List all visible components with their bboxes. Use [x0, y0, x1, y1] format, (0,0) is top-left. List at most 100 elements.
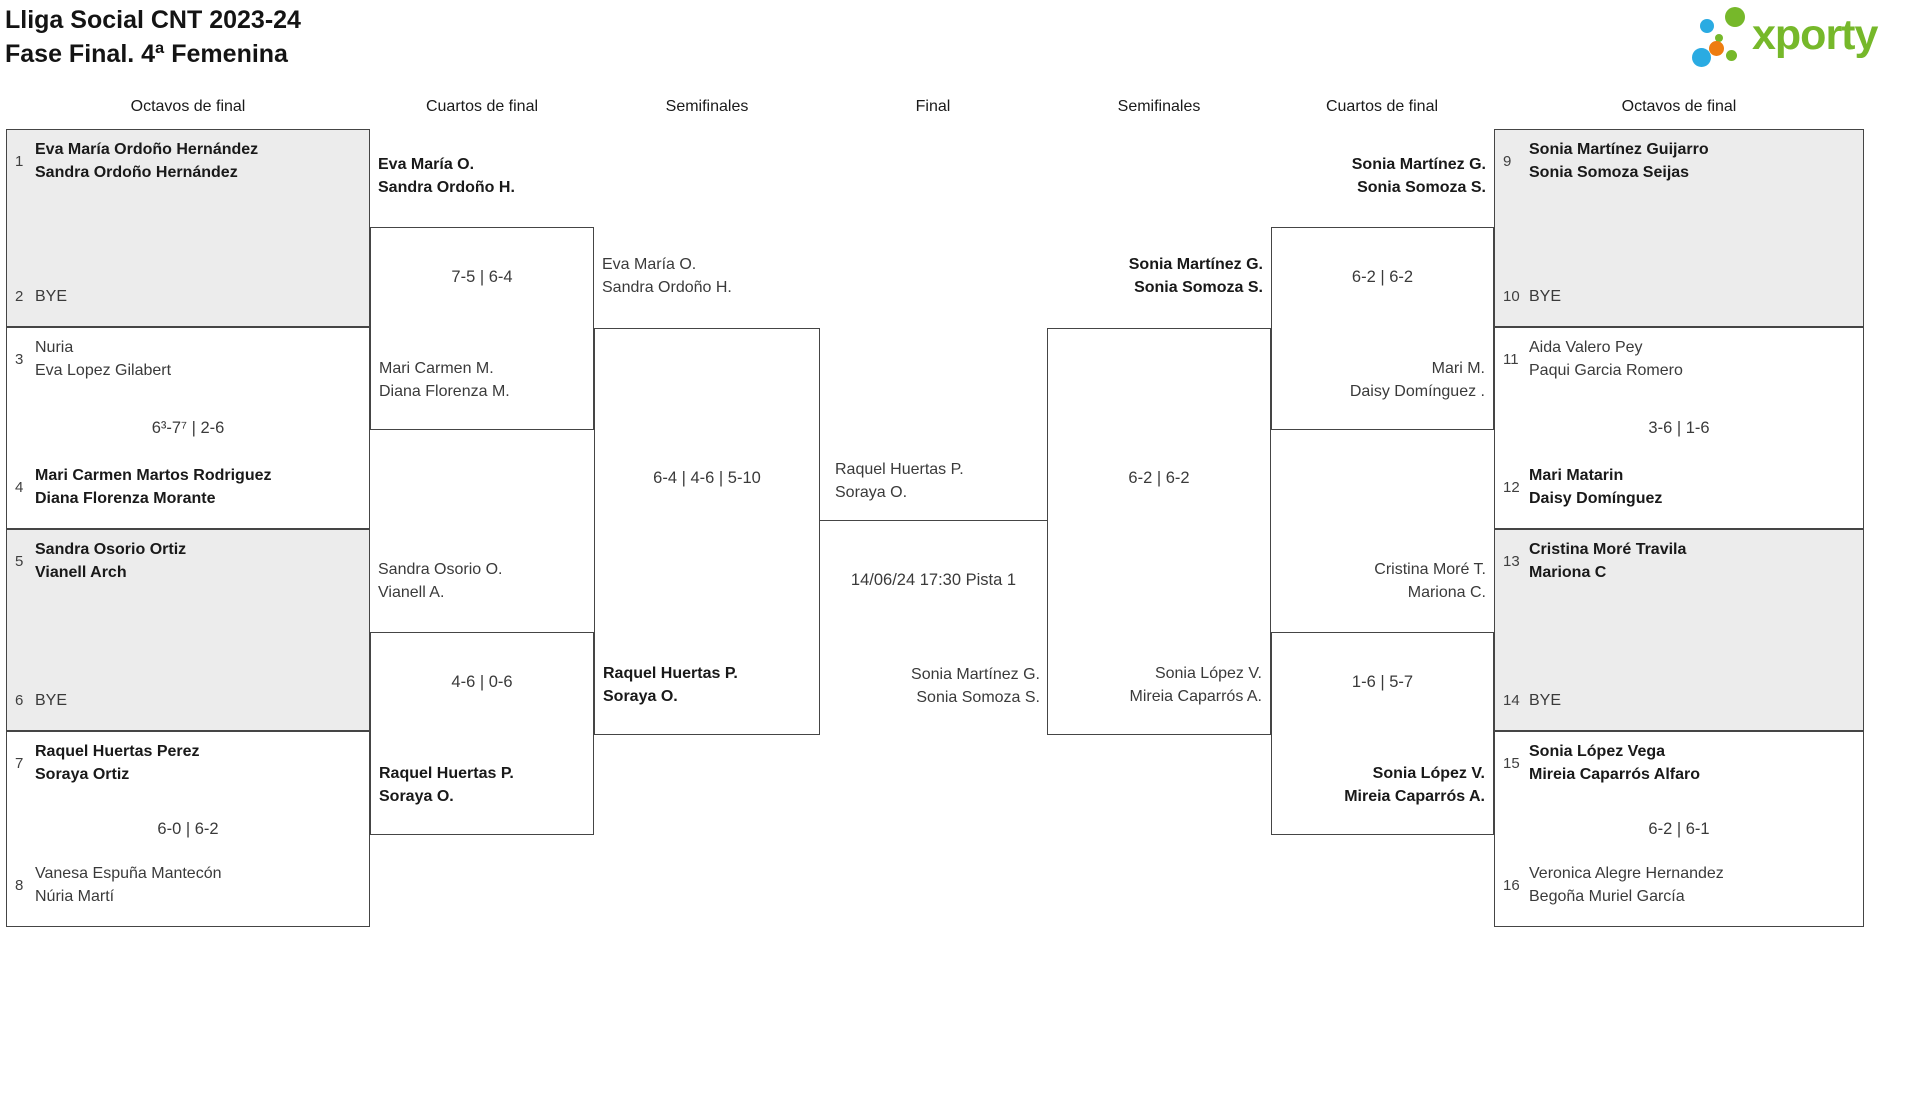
team-names: Eva María O.Sandra Ordoño H. — [378, 153, 586, 199]
final-schedule: 14/06/24 17:30 Pista 1 — [850, 571, 1017, 589]
team-names: Sonia Martínez G.Sonia Somoza S. — [1279, 153, 1486, 199]
player-name: Sonia López Vega — [1529, 743, 1666, 760]
team-names: Raquel Huertas P.Soraya O. — [603, 662, 811, 708]
logo-dot-orange — [1709, 41, 1724, 56]
player-name: Sonia Martínez Guijarro — [1529, 141, 1709, 158]
player-name: Mari Carmen M. — [379, 360, 494, 377]
team-entry: Sonia López V.Mireia Caparrós A. — [1056, 662, 1263, 708]
seed-number: 7 — [15, 754, 24, 772]
final-slot-line — [820, 520, 1047, 521]
player-name: Daisy Domínguez . — [1349, 383, 1485, 400]
team-entry: Raquel Huertas P.Soraya O. — [379, 762, 585, 808]
final-team-top: Raquel Huertas P.Soraya O. — [835, 458, 1032, 504]
seed-number: 13 — [1503, 552, 1520, 570]
round-header-cuartos-left: Cuartos de final — [425, 98, 539, 115]
match-score: 1-6 | 5-7 — [1351, 673, 1414, 691]
team-names: Sonia Martínez G.Sonia Somoza S. — [825, 663, 1040, 709]
player-name: Vianell Arch — [35, 564, 127, 581]
team-names: Sonia López V.Mireia Caparrós A. — [1056, 662, 1263, 708]
xporty-logo[interactable]: xporty — [1688, 4, 1918, 76]
player-name: Diana Florenza M. — [379, 383, 510, 400]
team-names: Sonia Martínez G.Sonia Somoza S. — [1055, 253, 1263, 299]
player-name: Sandra Osorio O. — [378, 561, 503, 578]
round-header-final: Final — [915, 98, 951, 115]
team-names: Sonia López V.Mireia Caparrós A. — [1280, 762, 1485, 808]
seed-number: 10 — [1503, 288, 1520, 305]
player-name: Vianell A. — [378, 584, 445, 601]
player-name: Sandra Ordoño H. — [378, 179, 515, 196]
seed-number: 15 — [1503, 754, 1520, 772]
player-name: Eva Lopez Gilabert — [35, 362, 172, 379]
logo-dot-green-small — [1726, 50, 1737, 61]
team-names: BYE — [35, 285, 67, 308]
player-name: Mari Matarin — [1529, 467, 1624, 484]
player-name: Sonia Somoza S. — [1134, 279, 1263, 296]
seed-number: 3 — [15, 350, 24, 368]
player-name: Mireia Caparrós A. — [1344, 788, 1485, 805]
match-score: 6³-7⁷ | 2-6 — [151, 418, 225, 437]
team-names: Raquel Huertas P.Soraya O. — [379, 762, 585, 808]
seed-number: 2 — [15, 288, 24, 305]
player-name: Soraya O. — [603, 688, 678, 705]
player-name: Daisy Domínguez — [1529, 490, 1663, 507]
team-names: BYE — [1529, 285, 1561, 308]
player-name: Mari Carmen Martos Rodriguez — [35, 467, 272, 484]
seed-number: 6 — [15, 692, 24, 709]
player-name: BYE — [1529, 692, 1562, 709]
team-entry: Raquel Huertas P.Soraya O. — [603, 662, 811, 708]
player-name: BYE — [35, 692, 68, 709]
player-name: Raquel Huertas Perez — [35, 743, 200, 760]
team-names: Cristina Moré T.Mariona C. — [1279, 558, 1486, 604]
player-name: Vanesa Espuña Mantecón — [35, 865, 222, 882]
advancing-team-label: Eva María O.Sandra Ordoño H. — [378, 153, 586, 199]
team-entry: 10 BYE — [1503, 285, 1855, 308]
advancing-team-label: Eva María O.Sandra Ordoño H. — [602, 253, 812, 299]
match-score: 6-4 | 4-6 | 5-10 — [653, 469, 761, 487]
player-name: Soraya O. — [835, 484, 908, 501]
seed-number: 14 — [1503, 692, 1520, 709]
player-name: Soraya Ortiz — [35, 766, 130, 783]
final-team-bottom: Sonia Martínez G.Sonia Somoza S. — [825, 663, 1040, 709]
player-name: Mireia Caparrós A. — [1129, 688, 1263, 705]
player-name: Diana Florenza Morante — [35, 490, 216, 507]
seed-number: 5 — [15, 552, 24, 570]
player-name: Sonia Somoza S. — [1357, 179, 1486, 196]
player-name: Cristina Moré T. — [1374, 561, 1486, 578]
seed-number: 12 — [1503, 478, 1520, 496]
team-entry: 14 BYE — [1503, 689, 1855, 712]
seed-number: 9 — [1503, 152, 1512, 170]
player-name: Sonia Martínez G. — [911, 666, 1040, 683]
round-header-cuartos-right: Cuartos de final — [1325, 98, 1439, 115]
team-names: Sandra Osorio O. Vianell A. — [378, 558, 586, 604]
player-name: Sandra Osorio Ortiz — [35, 541, 187, 558]
round-header-octavos-left: Octavos de final — [130, 98, 246, 115]
advancing-team-label: Sonia Martínez G.Sonia Somoza S. — [1279, 153, 1486, 199]
match-score: 3-6 | 1-6 — [1648, 418, 1710, 437]
team-names: Mari M.Daisy Domínguez . — [1280, 357, 1485, 403]
